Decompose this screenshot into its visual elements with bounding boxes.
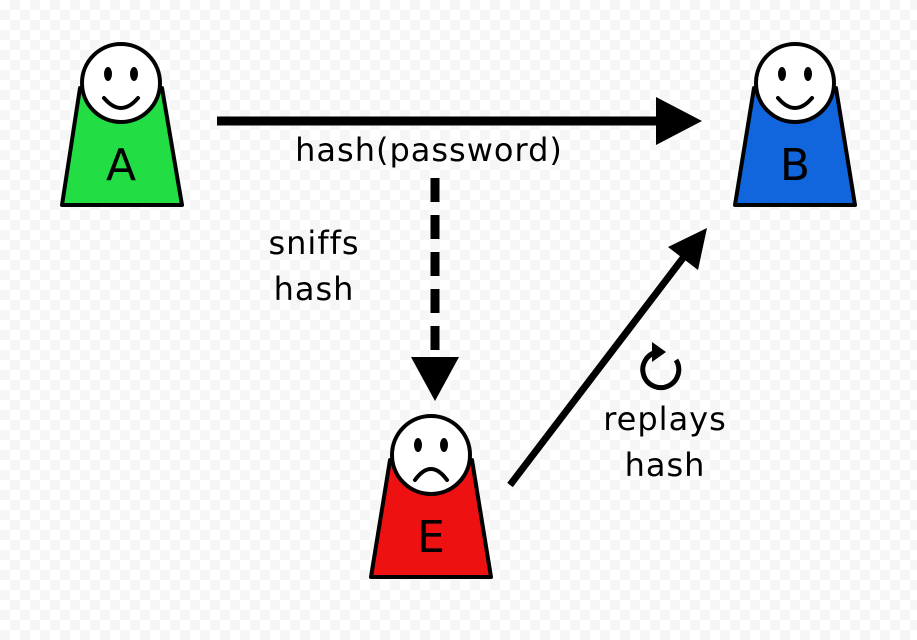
- arrow-replay: [507, 228, 707, 488]
- arrow-right-head-icon: [656, 97, 702, 145]
- smile-face-icon: [754, 42, 836, 124]
- smile-face-icon: [80, 42, 162, 124]
- frown-face-icon: [390, 414, 472, 496]
- person-e: E: [369, 414, 493, 579]
- replay-circular-arrow-icon: [640, 342, 682, 391]
- arrow-down-head-icon: [411, 357, 459, 401]
- arrow-a-to-b-label: hash(password): [295, 131, 563, 169]
- person-a-letter: A: [106, 140, 136, 191]
- replay-label-line2: hash: [625, 446, 706, 484]
- arrow-a-to-b: [217, 97, 702, 145]
- person-b: B: [733, 42, 857, 207]
- sniff-label-line1: sniffs: [268, 224, 359, 262]
- sniff-label-line2: hash: [274, 270, 355, 308]
- replay-label-line1: replays: [603, 400, 727, 438]
- person-b-letter: B: [780, 140, 810, 191]
- arrow-diagonal-head-icon: [668, 228, 707, 270]
- arrow-replay-shaft: [507, 255, 686, 488]
- person-a: A: [60, 42, 184, 207]
- arrow-sniff: [411, 178, 459, 401]
- person-e-letter: E: [417, 512, 445, 563]
